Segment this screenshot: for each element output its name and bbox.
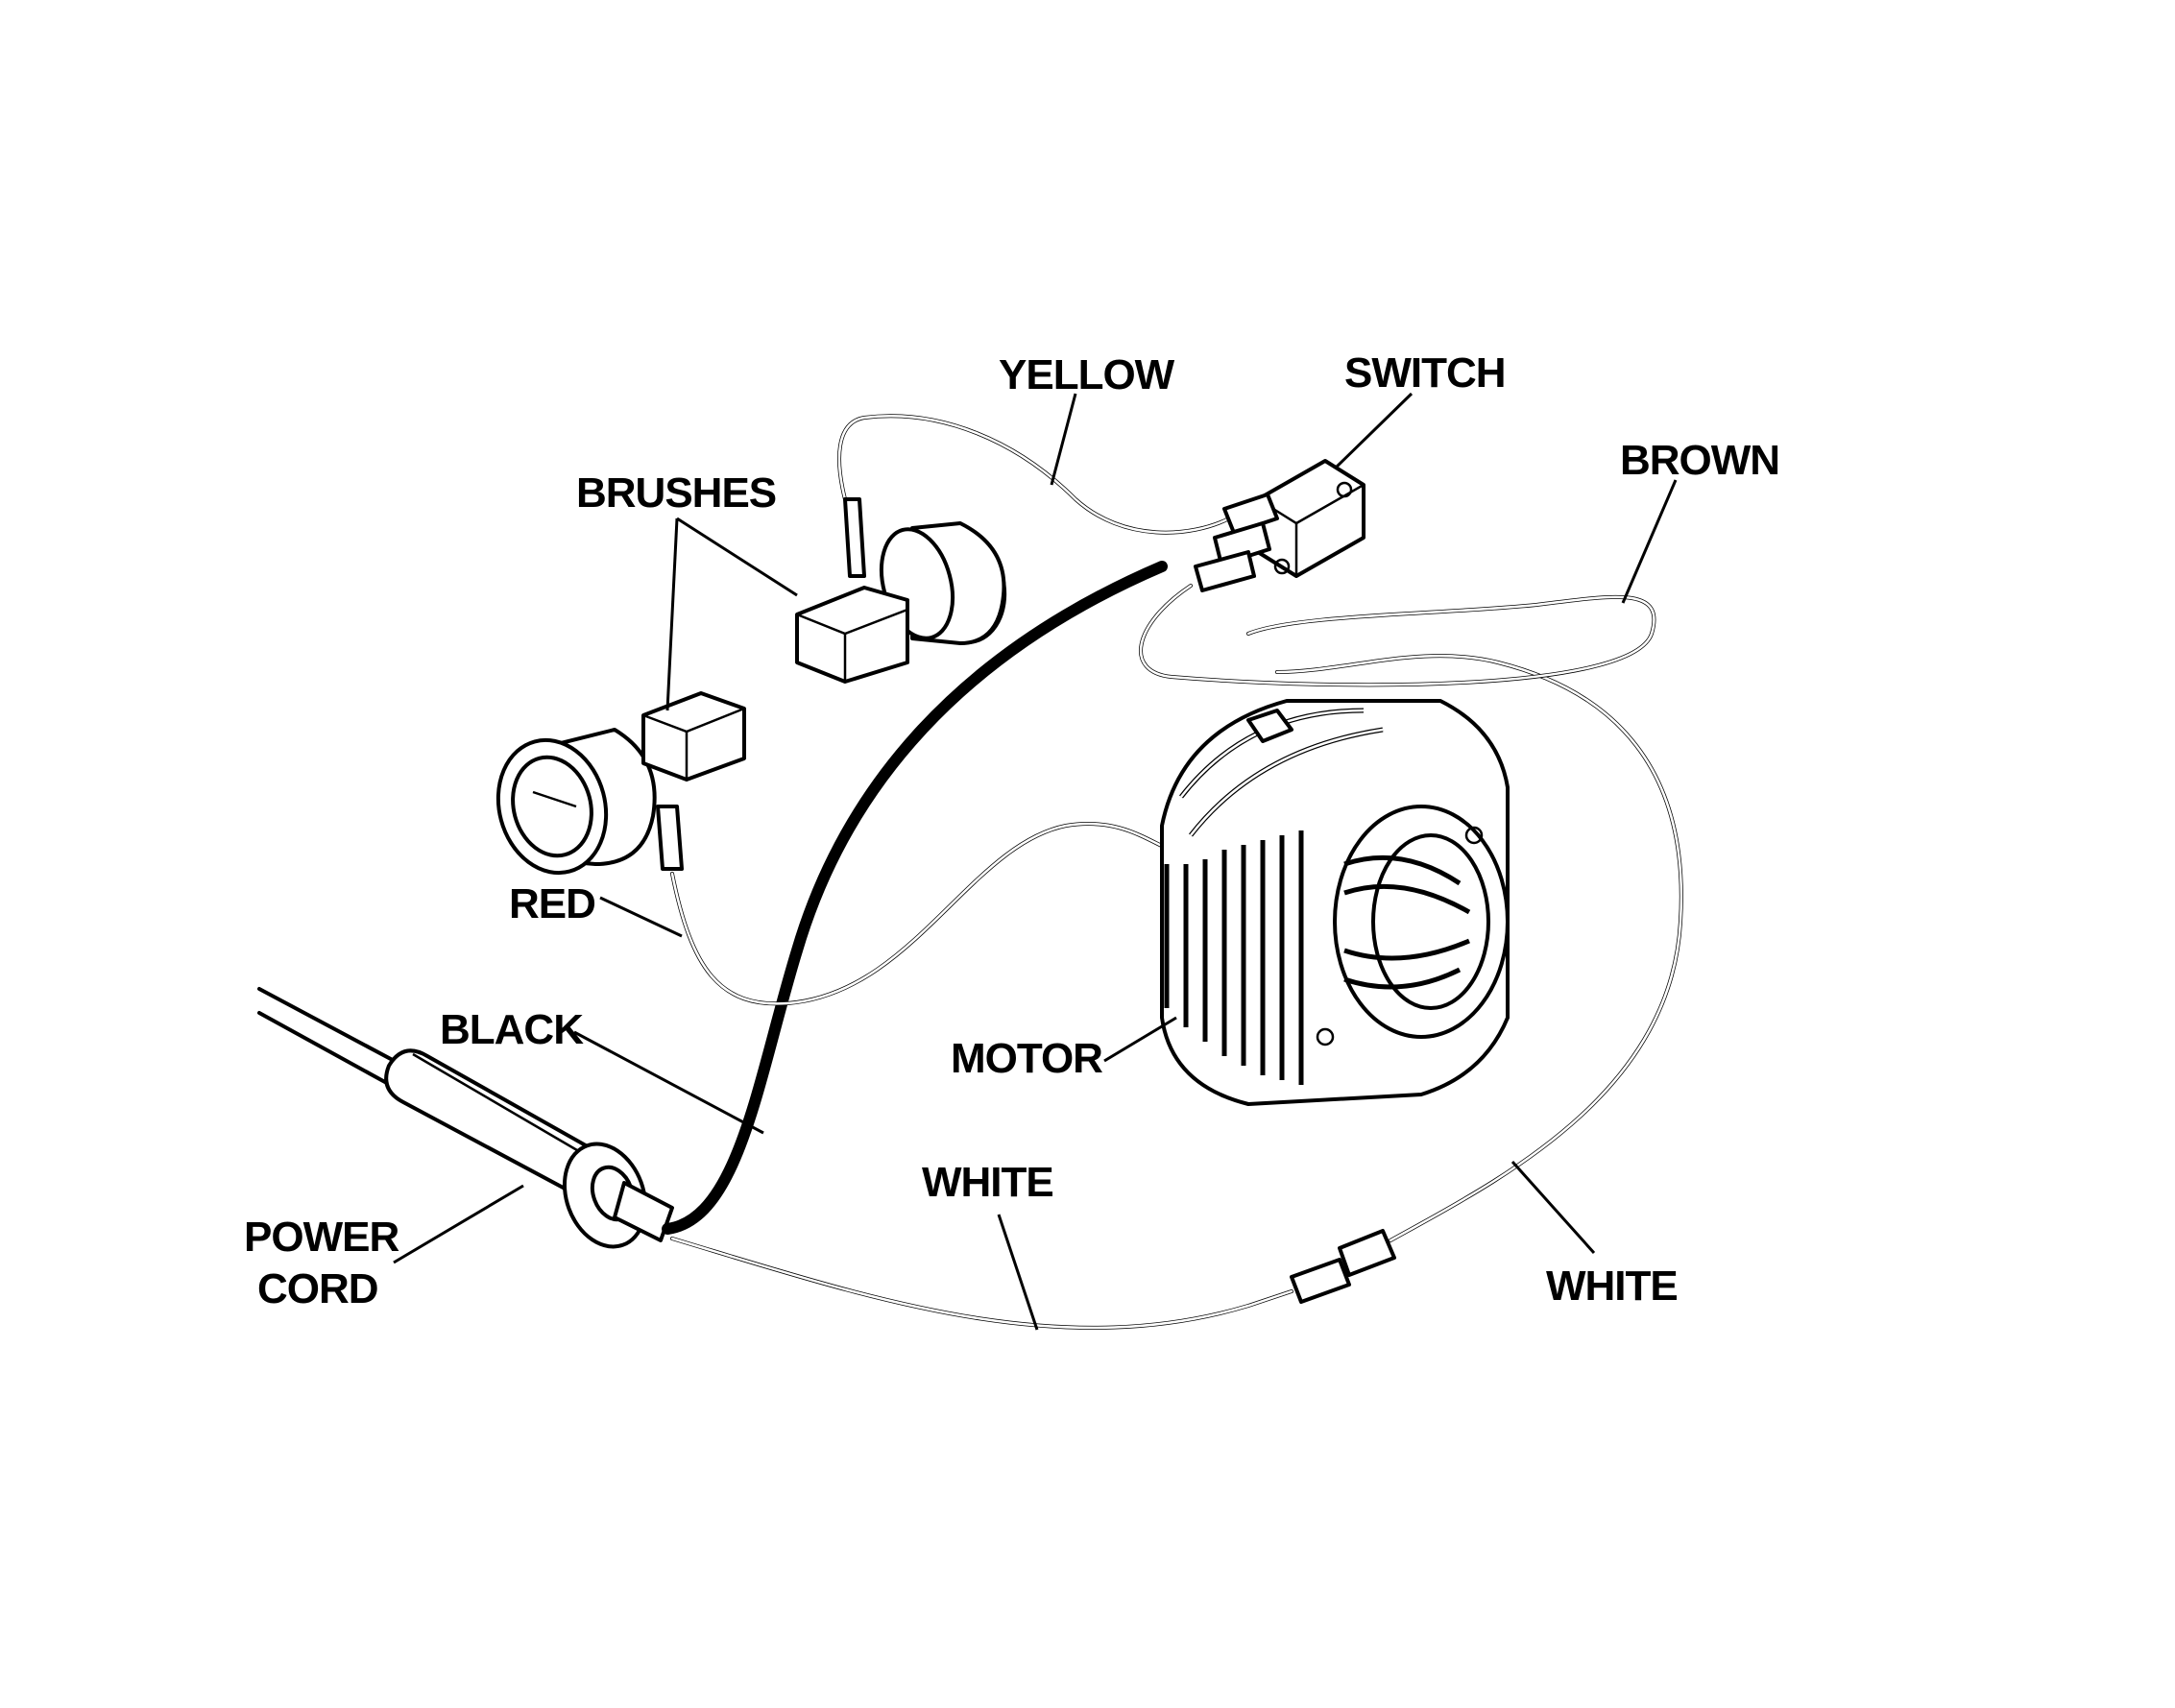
label-yellow: YELLOW — [999, 351, 1175, 398]
label-white-bottom: WHITE — [922, 1159, 1053, 1206]
motor-stator — [1160, 699, 1510, 1106]
label-white-right: WHITE — [1546, 1263, 1678, 1310]
switch — [1194, 459, 1365, 592]
brown-wire — [1138, 584, 1656, 687]
label-cord: CORD — [257, 1265, 378, 1312]
label-brown: BROWN — [1620, 437, 1779, 484]
label-power: POWER — [244, 1214, 399, 1261]
white-wire-bottom — [670, 1229, 1396, 1330]
brush-upper — [795, 497, 1007, 684]
leader-lines — [393, 392, 1678, 1331]
brush-lower — [495, 691, 746, 876]
label-motor: MOTOR — [951, 1035, 1102, 1082]
label-red: RED — [509, 880, 595, 927]
label-black: BLACK — [440, 1006, 584, 1053]
yellow-wire — [837, 414, 1231, 535]
label-brushes: BRUSHES — [576, 469, 776, 517]
black-wire — [662, 561, 1168, 1235]
power-cord — [257, 987, 674, 1249]
red-wire — [670, 822, 1183, 1006]
label-switch: SWITCH — [1344, 349, 1506, 397]
white-wire-right — [1275, 654, 1683, 1242]
